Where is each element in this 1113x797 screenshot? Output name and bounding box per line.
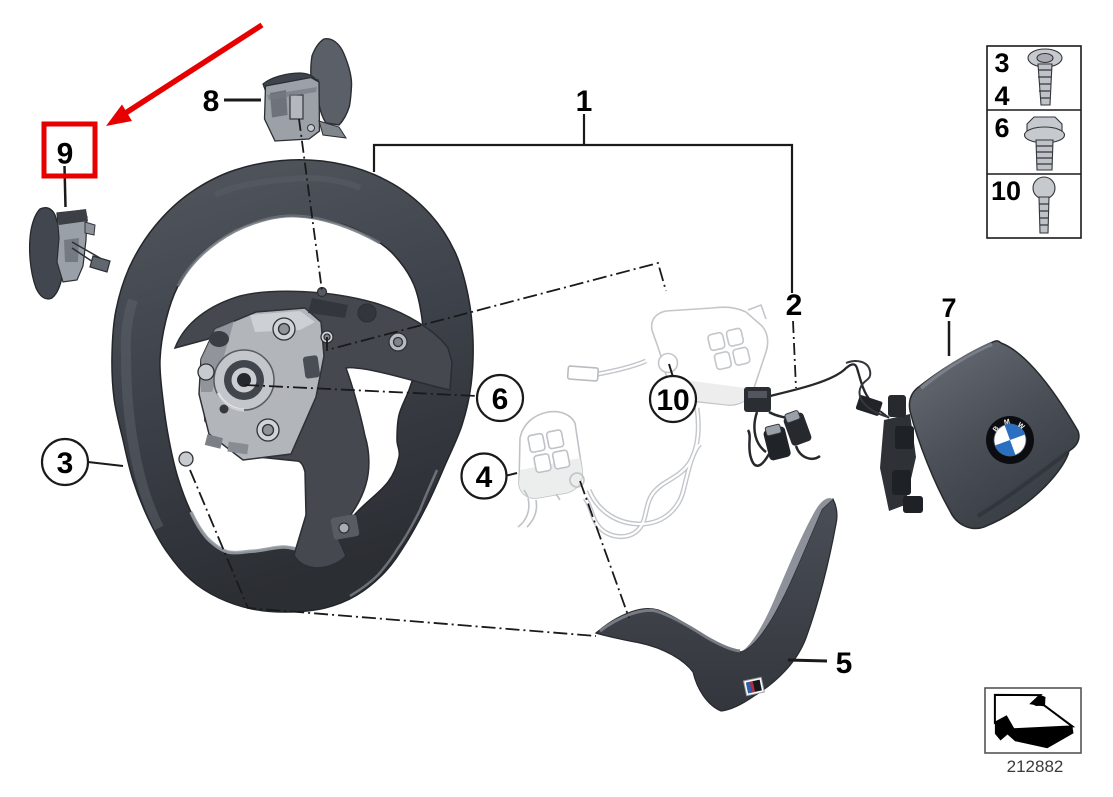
svg-text:5: 5 <box>836 647 853 680</box>
svg-text:3: 3 <box>994 48 1009 78</box>
svg-text:W: W <box>1016 422 1026 432</box>
svg-text:9: 9 <box>57 138 74 171</box>
svg-text:M: M <box>1004 418 1011 426</box>
svg-text:8: 8 <box>203 85 220 118</box>
svg-text:2: 2 <box>786 289 803 322</box>
svg-text:B: B <box>992 425 1001 433</box>
svg-text:212882: 212882 <box>1007 757 1064 776</box>
svg-text:10: 10 <box>656 384 689 417</box>
svg-text:6: 6 <box>492 383 509 416</box>
svg-text:4: 4 <box>994 81 1009 111</box>
svg-text:4: 4 <box>476 461 493 494</box>
svg-text:7: 7 <box>941 293 956 323</box>
svg-text:3: 3 <box>57 447 74 480</box>
svg-text:1: 1 <box>576 85 593 118</box>
svg-text:10: 10 <box>991 176 1021 206</box>
svg-text:6: 6 <box>994 113 1009 143</box>
